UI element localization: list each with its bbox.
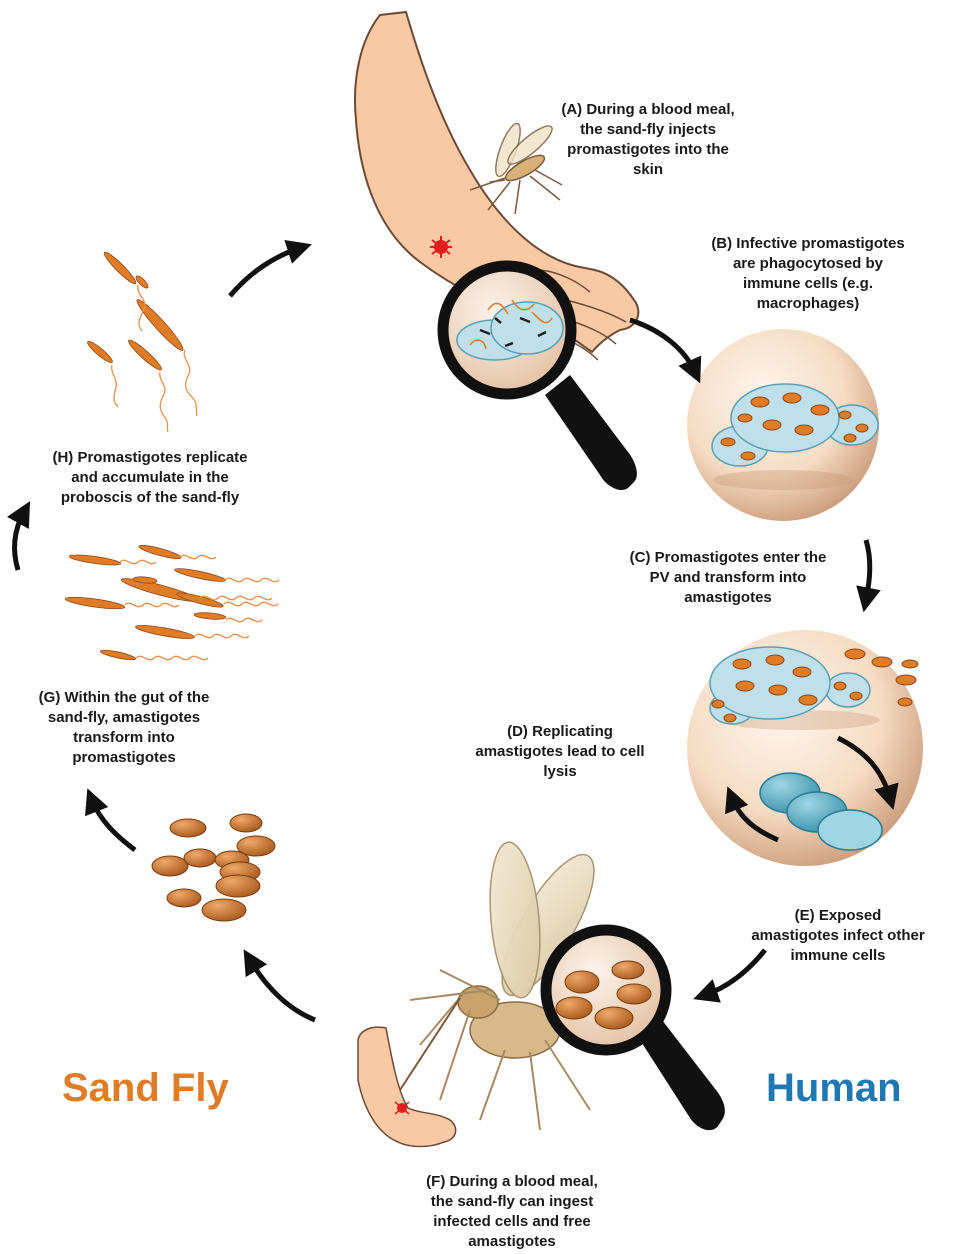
caption-g: (G) Within the gut of the sand-fly, amas…: [16, 688, 232, 768]
arrow-h-to-a: [230, 248, 300, 296]
arrow-a-to-b: [630, 320, 695, 372]
arrow-b-to-c: [866, 540, 870, 600]
arrow-f-to-sandfly: [250, 960, 315, 1020]
sand-fly-host-label: Sand Fly: [62, 1064, 229, 1112]
caption-h: (H) Promastigotes replicate and accumula…: [24, 448, 276, 508]
caption-d: (D) Replicating amastigotes lead to cell…: [460, 722, 660, 782]
caption-f: (F) During a blood meal, the sand-fly ca…: [398, 1172, 626, 1252]
arrow-cluster-to-g: [92, 800, 135, 850]
promastigotes-gut: [65, 543, 279, 662]
human-host-label: Human: [766, 1064, 902, 1112]
caption-e: (E) Exposed amastigotes infect other imm…: [720, 906, 956, 966]
caption-b: (B) Infective promastigotes are phagocyt…: [688, 234, 928, 314]
caption-a: (A) During a blood meal, the sand-fly in…: [528, 100, 768, 180]
promastigotes-proboscis: [85, 250, 197, 432]
arrow-g-to-h: [15, 512, 24, 570]
caption-c: (C) Promastigotes enter the PV and trans…: [610, 548, 846, 608]
amastigote-cluster: [152, 814, 275, 921]
sphere-phagocytosis: [687, 329, 879, 521]
